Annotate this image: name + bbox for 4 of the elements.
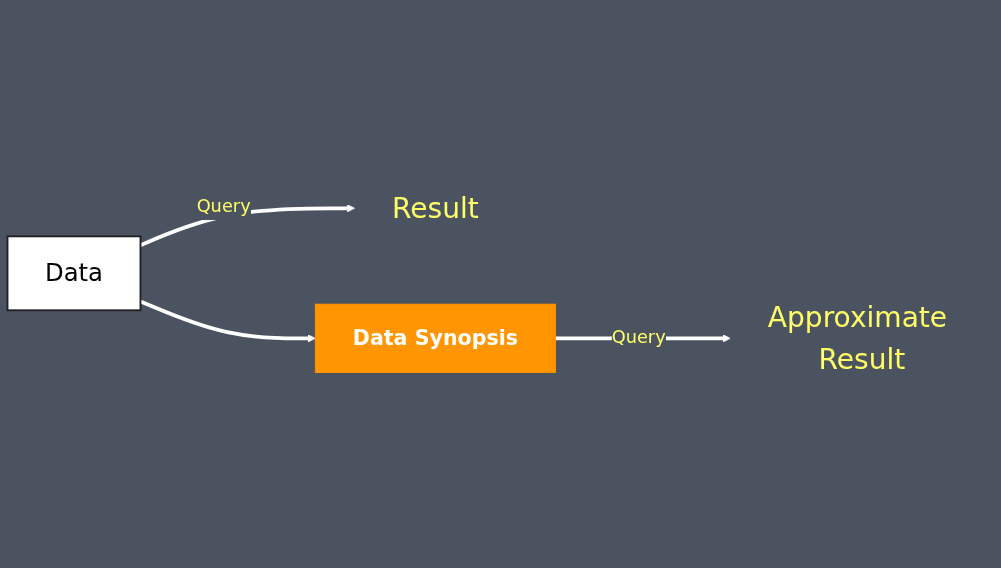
text-label: Result (392, 192, 479, 225)
synopsis-box: Data Synopsis (314, 303, 556, 374)
data-box: Data (6, 235, 142, 312)
text-label: Approximate Result (767, 301, 948, 376)
